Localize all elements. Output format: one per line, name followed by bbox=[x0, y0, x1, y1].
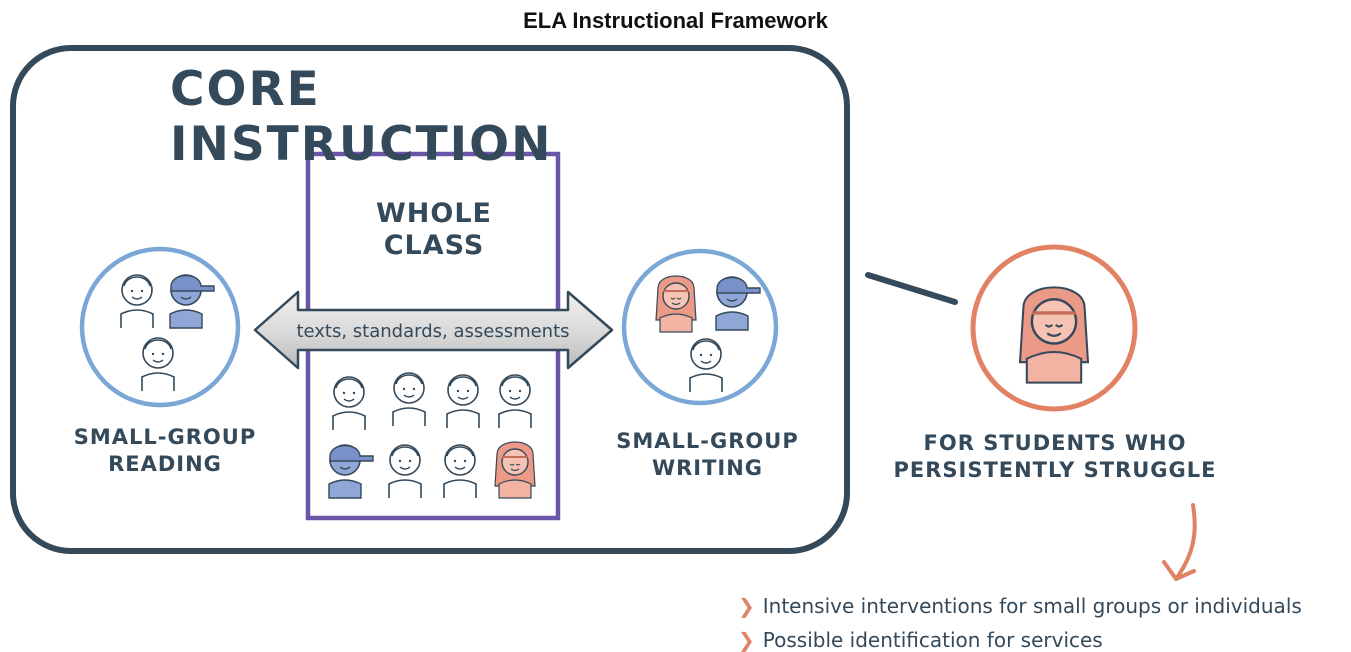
whole-class-label: WHOLE CLASS bbox=[376, 198, 492, 261]
chevron-right-icon: ❯ bbox=[738, 594, 755, 618]
arrow-label: texts, standards, assessments bbox=[296, 321, 569, 342]
chevron-right-icon: ❯ bbox=[738, 628, 755, 652]
double-headed-arrow-icon bbox=[253, 290, 614, 370]
connector-line bbox=[865, 272, 958, 305]
persistent-struggle-label: FOR STUDENTS WHO PERSISTENTLY STRUGGLE bbox=[893, 431, 1217, 483]
curved-down-arrow-icon bbox=[1176, 503, 1197, 578]
core-instruction-frame bbox=[10, 45, 850, 554]
page-title: ELA Instructional Framework bbox=[523, 8, 828, 33]
bullet-item: ❯ Possible identification for services bbox=[738, 628, 1103, 652]
struggling-student-icon bbox=[1018, 285, 1090, 385]
core-instruction-heading: CORE INSTRUCTION bbox=[170, 62, 553, 172]
bullet-text: Intensive interventions for small groups… bbox=[762, 594, 1302, 618]
bullet-item: ❯ Intensive interventions for small group… bbox=[738, 594, 1302, 618]
class-student-orange-icon bbox=[494, 441, 536, 499]
writing-student-orange-icon bbox=[655, 275, 697, 333]
bullet-text: Possible identification for services bbox=[762, 628, 1103, 652]
small-group-writing-label: SMALL-GROUP WRITING bbox=[616, 429, 799, 481]
small-group-reading-label: SMALL-GROUP READING bbox=[73, 425, 257, 477]
